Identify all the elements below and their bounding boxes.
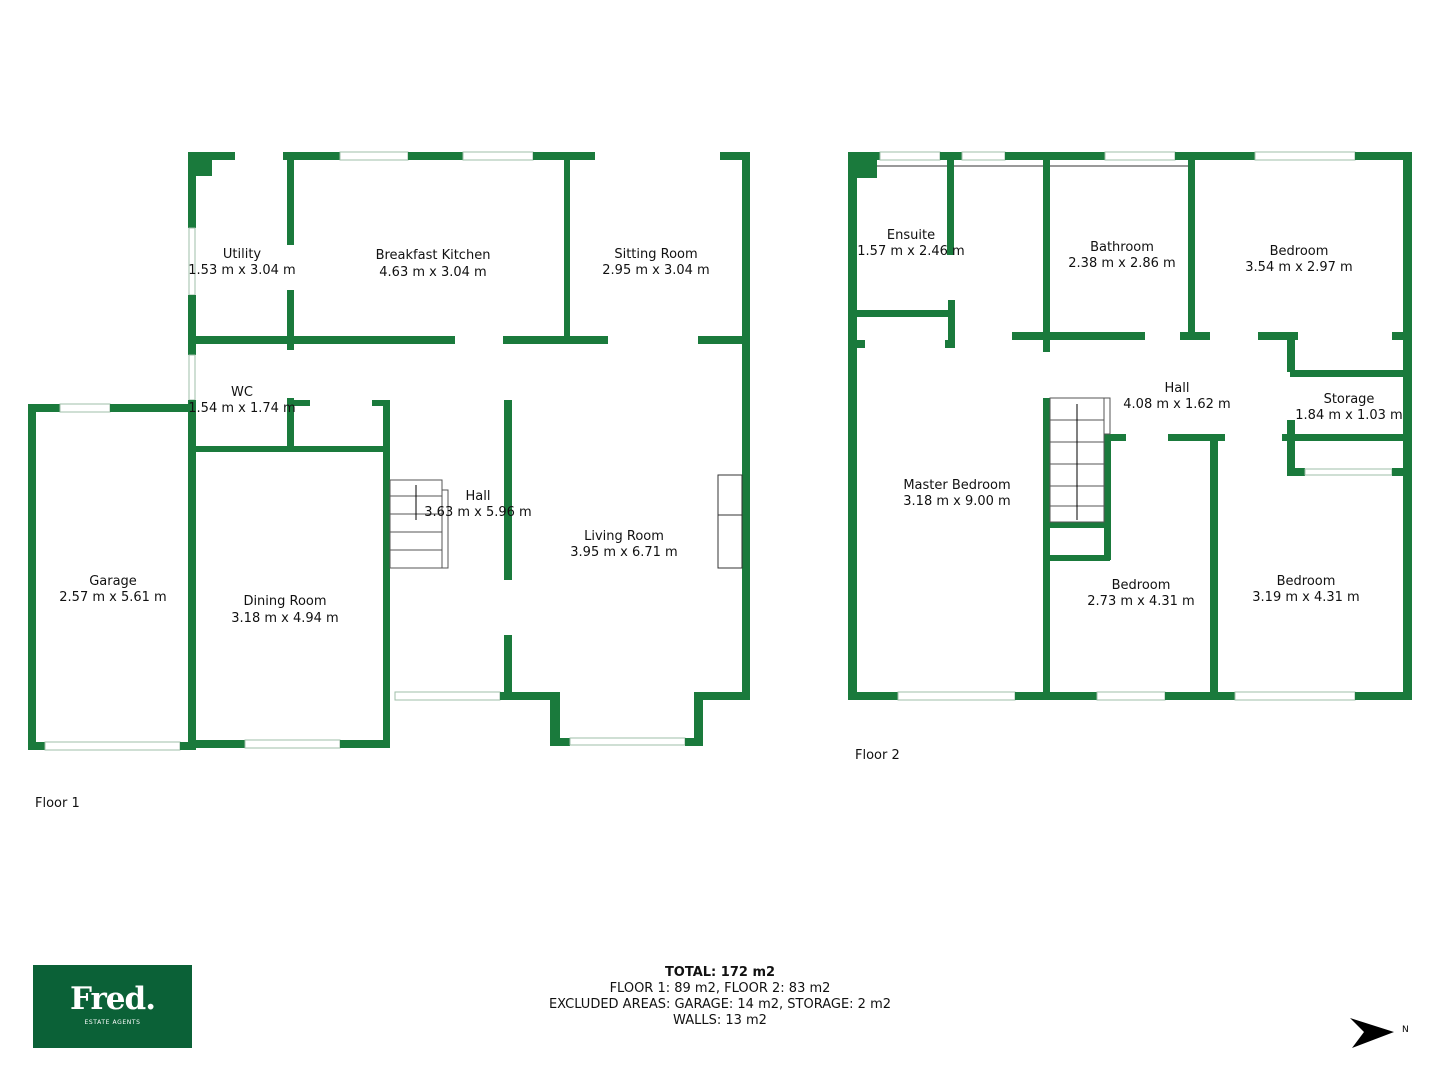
room-master-name: Master Bedroom bbox=[903, 478, 1010, 493]
room-utility-size: 1.53 m x 3.04 m bbox=[188, 263, 295, 278]
room-bedroom2-size: 2.73 m x 4.31 m bbox=[1087, 594, 1194, 609]
agency-logo: Fred. ESTATE AGENTS bbox=[33, 965, 192, 1048]
excluded-areas: EXCLUDED AREAS: GARAGE: 14 m2, STORAGE: … bbox=[548, 997, 892, 1012]
floor-areas: FLOOR 1: 89 m2, FLOOR 2: 83 m2 bbox=[609, 981, 831, 996]
room-wc-name: WC bbox=[231, 385, 253, 400]
room-bedroom3-name: Bedroom bbox=[1277, 574, 1336, 589]
logo-tagline: ESTATE AGENTS bbox=[84, 1019, 141, 1026]
floor2-label: Floor 2 bbox=[855, 748, 900, 763]
floor2-room-labels: Ensuite 1.57 m x 2.46 m Bathroom 2.38 m … bbox=[857, 228, 1402, 609]
total-area: TOTAL: 172 m2 bbox=[664, 965, 776, 980]
room-utility-name: Utility bbox=[223, 247, 262, 262]
floor1-walls bbox=[28, 151, 750, 751]
room-hall2-name: Hall bbox=[1165, 381, 1190, 396]
room-living-size: 3.95 m x 6.71 m bbox=[570, 545, 677, 560]
room-bedroom2-name: Bedroom bbox=[1112, 578, 1171, 593]
room-dining-size: 3.18 m x 4.94 m bbox=[231, 611, 338, 626]
room-bathroom-name: Bathroom bbox=[1090, 240, 1154, 255]
walls-area: WALLS: 13 m2 bbox=[673, 1013, 767, 1028]
room-storage-name: Storage bbox=[1324, 392, 1375, 407]
floor1-room-labels: Utility 1.53 m x 3.04 m Breakfast Kitche… bbox=[59, 247, 709, 626]
room-bedroom3-size: 3.19 m x 4.31 m bbox=[1252, 590, 1359, 605]
room-wc-size: 1.54 m x 1.74 m bbox=[188, 401, 295, 416]
room-ensuite-name: Ensuite bbox=[887, 228, 935, 243]
room-garage-name: Garage bbox=[89, 574, 137, 589]
area-totals: TOTAL: 172 m2 FLOOR 1: 89 m2, FLOOR 2: 8… bbox=[520, 965, 920, 1029]
room-storage-size: 1.84 m x 1.03 m bbox=[1295, 408, 1402, 423]
floor1-label: Floor 1 bbox=[35, 796, 80, 811]
room-kitchen-size: 4.63 m x 3.04 m bbox=[379, 265, 486, 280]
room-bathroom-size: 2.38 m x 2.86 m bbox=[1068, 256, 1175, 271]
room-bedroom1-size: 3.54 m x 2.97 m bbox=[1245, 260, 1352, 275]
room-bedroom1-name: Bedroom bbox=[1270, 244, 1329, 259]
room-hall-size: 3.63 m x 5.96 m bbox=[424, 505, 531, 520]
room-sitting-name: Sitting Room bbox=[614, 247, 697, 262]
north-arrow-icon: N bbox=[1350, 1018, 1409, 1048]
room-sitting-size: 2.95 m x 3.04 m bbox=[602, 263, 709, 278]
north-compass: N bbox=[1348, 1016, 1418, 1056]
floor2-walls bbox=[848, 151, 1412, 701]
logo-brand: Fred. bbox=[70, 981, 156, 1017]
room-ensuite-size: 1.57 m x 2.46 m bbox=[857, 244, 964, 259]
room-hall2-size: 4.08 m x 1.62 m bbox=[1123, 397, 1230, 412]
room-dining-name: Dining Room bbox=[243, 594, 326, 609]
compass-label: N bbox=[1402, 1025, 1409, 1035]
room-master-size: 3.18 m x 9.00 m bbox=[903, 494, 1010, 509]
room-living-name: Living Room bbox=[584, 529, 664, 544]
room-hall-name: Hall bbox=[466, 489, 491, 504]
room-garage-size: 2.57 m x 5.61 m bbox=[59, 590, 166, 605]
room-kitchen-name: Breakfast Kitchen bbox=[376, 248, 491, 263]
